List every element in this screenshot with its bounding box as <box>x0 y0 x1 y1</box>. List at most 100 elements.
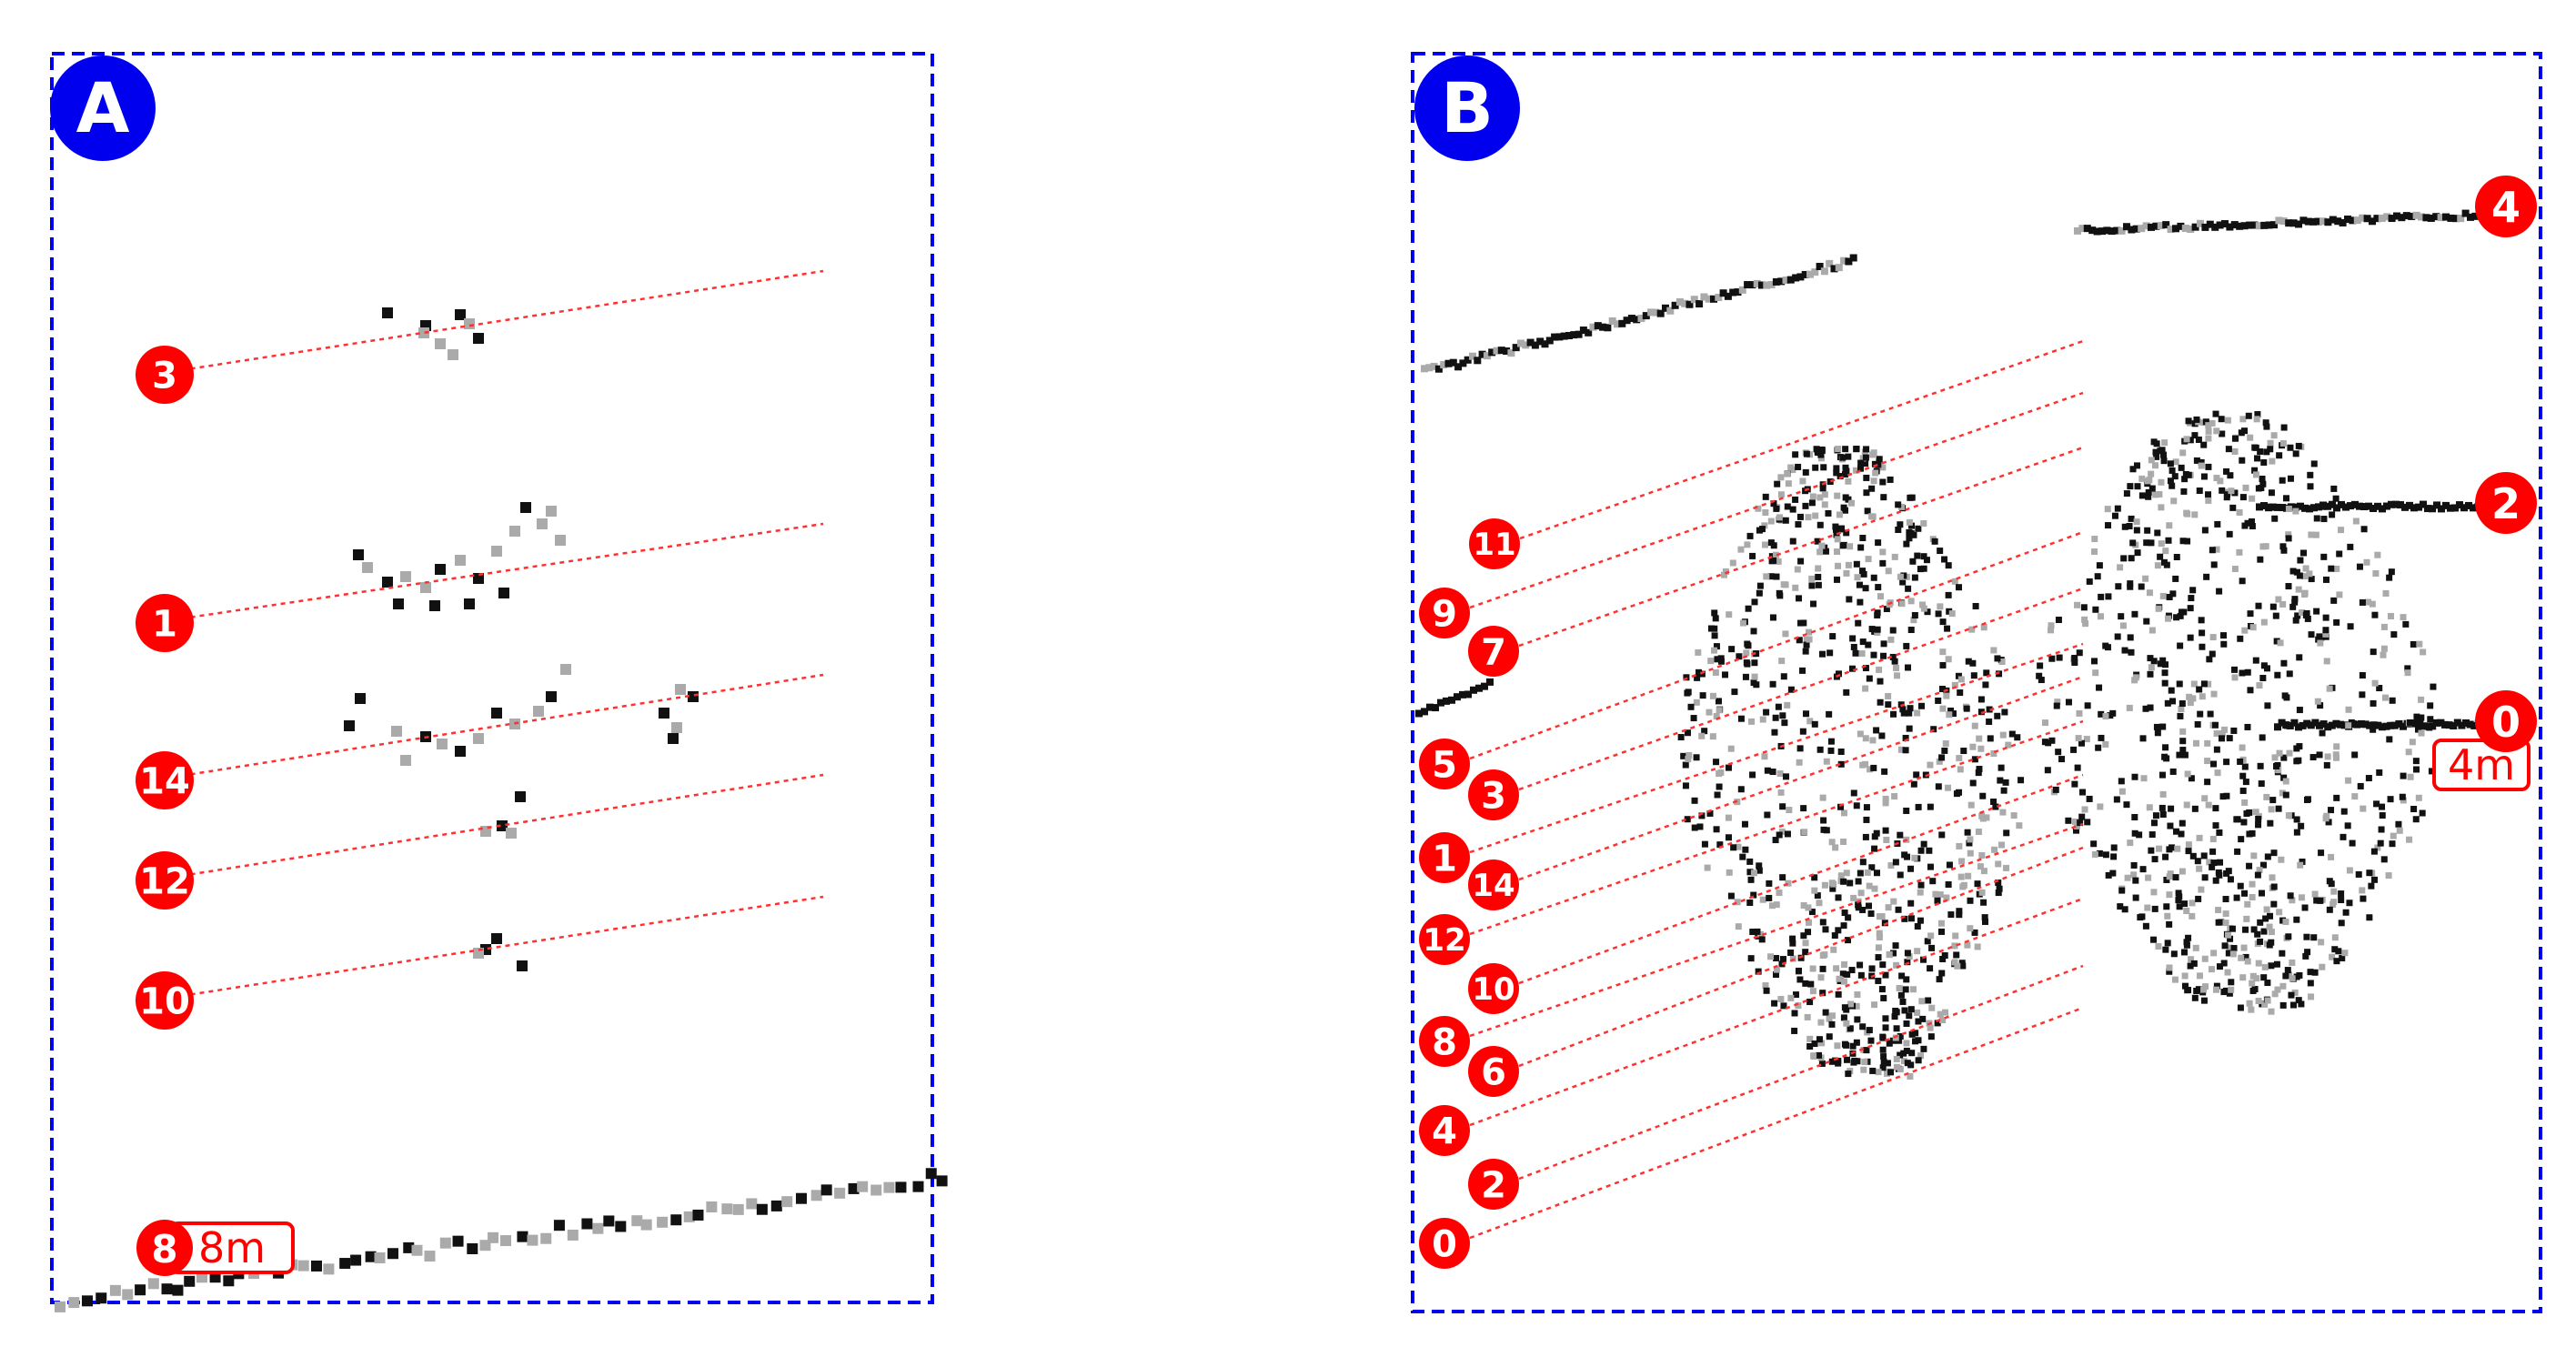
scan-point <box>1876 666 1883 673</box>
scan-point <box>1857 890 1865 897</box>
scan-point <box>1709 692 1716 699</box>
scan-point <box>1855 878 1862 885</box>
scan-point <box>2215 869 2222 876</box>
scan-point <box>2200 986 2208 993</box>
scan-point <box>2199 693 2206 700</box>
scan-point <box>418 327 429 338</box>
scan-point <box>2216 829 2223 836</box>
scan-point <box>2377 839 2384 847</box>
scan-point <box>2129 539 2137 547</box>
scan-point <box>2273 638 2280 645</box>
scan-point <box>1744 541 1751 548</box>
scan-point <box>1903 1047 1910 1054</box>
scan-point <box>2180 488 2188 495</box>
scan-point <box>2353 216 2361 225</box>
scan-point <box>2000 787 2007 794</box>
scan-point <box>732 1203 744 1215</box>
scan-point <box>1832 844 1839 851</box>
scan-point <box>640 1219 652 1231</box>
scan-point <box>1867 1037 1875 1044</box>
scan-point <box>1806 1042 1814 1050</box>
scan-point <box>2397 501 2404 509</box>
scan-point <box>1907 598 1915 605</box>
scan-point <box>1995 860 2002 868</box>
scan-point <box>2237 1004 2244 1011</box>
scan-point <box>2451 504 2459 512</box>
scan-point <box>2088 226 2097 235</box>
scan-point <box>2220 632 2228 639</box>
scan-point <box>2053 702 2060 709</box>
scan-point <box>668 733 679 744</box>
scan-point <box>1959 883 1967 890</box>
scan-point <box>2334 217 2342 226</box>
scan-point <box>2338 500 2345 508</box>
scan-point <box>1796 976 1804 983</box>
scan-point <box>2142 922 2149 930</box>
scan-point <box>2185 471 2192 478</box>
scan-point <box>1825 509 1832 517</box>
scan-point <box>1915 1057 1922 1064</box>
scan-point <box>2339 218 2347 226</box>
scan-point <box>1834 1042 1841 1050</box>
scan-point <box>2355 870 2362 878</box>
scan-point <box>1860 570 1867 578</box>
panel-b-right-marker-4: 4 <box>2475 176 2537 237</box>
scan-point <box>1784 470 1791 477</box>
scan-point <box>2188 595 2195 602</box>
scan-point <box>2390 721 2399 729</box>
scan-point <box>1913 771 1920 779</box>
scan-point <box>1908 1050 1916 1057</box>
scan-point <box>2181 972 2189 980</box>
scan-point <box>2301 573 2309 580</box>
scan-point <box>1857 961 1864 969</box>
scan-point <box>2231 565 2239 572</box>
ring-marker-label: 12 <box>1423 922 1465 959</box>
scan-point <box>1877 699 1884 706</box>
scan-point <box>1478 350 1486 358</box>
scan-point <box>2010 812 2018 819</box>
scan-point <box>1936 976 1943 983</box>
ring-marker-label: 1 <box>152 603 177 645</box>
scan-point <box>2076 649 2083 657</box>
scan-point <box>1746 869 1754 876</box>
scan-point <box>1871 1001 1878 1009</box>
scan-point <box>1914 922 1921 930</box>
scan-point <box>1866 1027 1873 1034</box>
scan-point <box>1995 880 2002 887</box>
scan-point <box>1799 728 1806 735</box>
scan-point <box>411 1244 423 1256</box>
scan-point <box>1739 853 1746 860</box>
scan-point <box>1811 720 1818 728</box>
scan-point <box>2418 696 2425 703</box>
scan-point <box>2075 735 2082 742</box>
scan-point <box>2119 622 2127 629</box>
scan-point <box>1898 600 1906 608</box>
scan-point <box>1730 844 1737 851</box>
scan-point <box>2370 876 2378 883</box>
scan-point <box>2347 623 2354 630</box>
scan-point <box>1806 636 1813 643</box>
scan-point <box>537 518 548 529</box>
scan-point <box>2311 890 2319 898</box>
scan-point <box>1778 960 1786 968</box>
scan-point <box>1980 899 1987 906</box>
scan-point <box>2074 601 2081 608</box>
scan-point <box>2265 221 2273 229</box>
scan-point <box>2251 467 2259 474</box>
scan-point <box>2336 591 2343 598</box>
scan-point <box>1773 901 1780 909</box>
scan-point <box>2254 455 2261 462</box>
scan-point <box>2388 568 2395 576</box>
scan-point <box>1526 338 1535 347</box>
scan-point <box>1836 975 1843 982</box>
scan-point <box>2274 723 2281 731</box>
scan-point <box>1887 862 1895 869</box>
scan-point <box>1956 755 1963 762</box>
scan-point <box>1859 534 1867 541</box>
scan-point <box>2268 929 2275 936</box>
scan-point <box>1817 455 1825 462</box>
scan-point <box>2193 416 2200 423</box>
scan-point <box>1831 932 1838 940</box>
scan-point <box>2276 909 2283 916</box>
scan-point <box>1978 851 1986 859</box>
